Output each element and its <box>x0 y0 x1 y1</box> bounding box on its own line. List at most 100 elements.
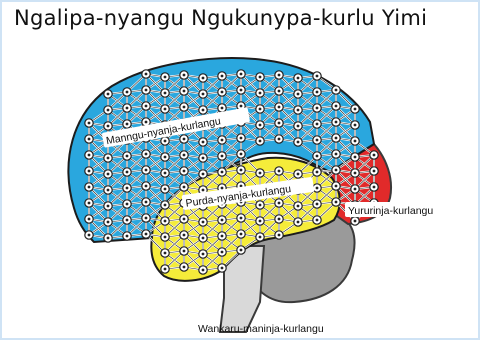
neuron-node-core <box>106 236 110 240</box>
neuron-node-core <box>163 139 167 143</box>
neuron-node-core <box>334 88 338 92</box>
neuron-node-core <box>239 184 243 188</box>
neuron-node-core <box>163 75 167 79</box>
neuron-node-core <box>125 170 129 174</box>
neuron-node-core <box>296 172 300 176</box>
neuron-node-core <box>334 104 338 108</box>
neuron-node-core <box>372 153 376 157</box>
neuron-node-core <box>106 188 110 192</box>
neuron-node-core <box>201 188 205 192</box>
neuron-node-core <box>220 218 224 222</box>
neuron-node-core <box>163 107 167 111</box>
neuron-node-core <box>353 123 357 127</box>
neuron-node-core <box>258 107 262 111</box>
neuron-node-core <box>163 219 167 223</box>
neuron-node-core <box>315 170 319 174</box>
neuron-node-core <box>106 92 110 96</box>
neuron-node-core <box>239 216 243 220</box>
neuron-node-core <box>258 219 262 223</box>
neuron-node-core <box>106 124 110 128</box>
neuron-node-core <box>277 169 281 173</box>
neuron-node-core <box>277 201 281 205</box>
neuron-node-core <box>106 172 110 176</box>
neuron-node-core <box>239 232 243 236</box>
neuron-node-core <box>87 217 91 221</box>
neuron-node-core <box>239 152 243 156</box>
neuron-node-core <box>125 106 129 110</box>
neuron-node-core <box>334 152 338 156</box>
neuron-node-core <box>87 233 91 237</box>
neuron-node-core <box>125 234 129 238</box>
neuron-node-core <box>201 172 205 176</box>
neuron-node-core <box>239 136 243 140</box>
neuron-node-core <box>277 73 281 77</box>
neuron-node-core <box>201 108 205 112</box>
neuron-node-core <box>144 88 148 92</box>
neuron-node-core <box>182 105 186 109</box>
neuron-node-core <box>182 73 186 77</box>
neuron-node-core <box>182 153 186 157</box>
neuron-node-core <box>258 139 262 143</box>
neuron-node-core <box>106 204 110 208</box>
cerebellum-label: Wankaru-maninja-kurlangu <box>198 323 324 335</box>
neuron-node-core <box>182 249 186 253</box>
neuron-node-core <box>239 168 243 172</box>
cerebellum-label-group: Wankaru-maninja-kurlangu <box>198 323 324 335</box>
occipital-label: Yururinja-kurlangu <box>348 205 433 217</box>
neuron-node-core <box>220 106 224 110</box>
neuron-node-core <box>220 74 224 78</box>
neuron-node-core <box>87 121 91 125</box>
diagram-title: Ngalipa-nyangu Ngukunypa-kurlu Yimi <box>14 6 428 30</box>
neuron-node-core <box>163 267 167 271</box>
neuron-node-core <box>125 186 129 190</box>
neuron-node-core <box>372 169 376 173</box>
neuron-node-core <box>239 248 243 252</box>
neuron-node-core <box>182 137 186 141</box>
neuron-node-core <box>315 106 319 110</box>
neuron-node-core <box>220 250 224 254</box>
neuron-node-core <box>315 138 319 142</box>
neuron-node-core <box>163 235 167 239</box>
neuron-node-core <box>353 219 357 223</box>
neuron-node-core <box>144 72 148 76</box>
neuron-node-core <box>277 89 281 93</box>
neuron-node-core <box>296 140 300 144</box>
neuron-node-core <box>353 171 357 175</box>
neuron-node-core <box>239 104 243 108</box>
neuron-node-core <box>220 170 224 174</box>
neuron-node-core <box>334 136 338 140</box>
neuron-node-core <box>258 75 262 79</box>
neuron-node-core <box>296 92 300 96</box>
neuron-node-core <box>239 72 243 76</box>
neuron-node-core <box>315 154 319 158</box>
neuron-node-core <box>220 138 224 142</box>
neuron-node-core <box>125 122 129 126</box>
neuron-node-core <box>144 152 148 156</box>
neuron-node-core <box>163 187 167 191</box>
neuron-node-core <box>87 153 91 157</box>
neuron-node-core <box>182 265 186 269</box>
neuron-node-core <box>334 120 338 124</box>
neuron-node-core <box>163 155 167 159</box>
neuron-node-core <box>353 155 357 159</box>
neuron-node-core <box>125 218 129 222</box>
neuron-node-core <box>220 186 224 190</box>
neuron-node-core <box>87 201 91 205</box>
neuron-node-core <box>182 185 186 189</box>
neuron-node-core <box>315 218 319 222</box>
neuron-node-core <box>258 91 262 95</box>
neuron-node-core <box>144 200 148 204</box>
neuron-node-core <box>182 217 186 221</box>
neuron-node-core <box>277 121 281 125</box>
brain-stem <box>218 245 266 333</box>
neuron-node-core <box>106 108 110 112</box>
neuron-node-core <box>258 123 262 127</box>
neuron-node-core <box>315 122 319 126</box>
neuron-node-core <box>144 232 148 236</box>
neuron-node-core <box>277 217 281 221</box>
neuron-node-core <box>144 120 148 124</box>
neuron-node-core <box>163 203 167 207</box>
neuron-node-core <box>201 252 205 256</box>
neuron-node-core <box>277 105 281 109</box>
